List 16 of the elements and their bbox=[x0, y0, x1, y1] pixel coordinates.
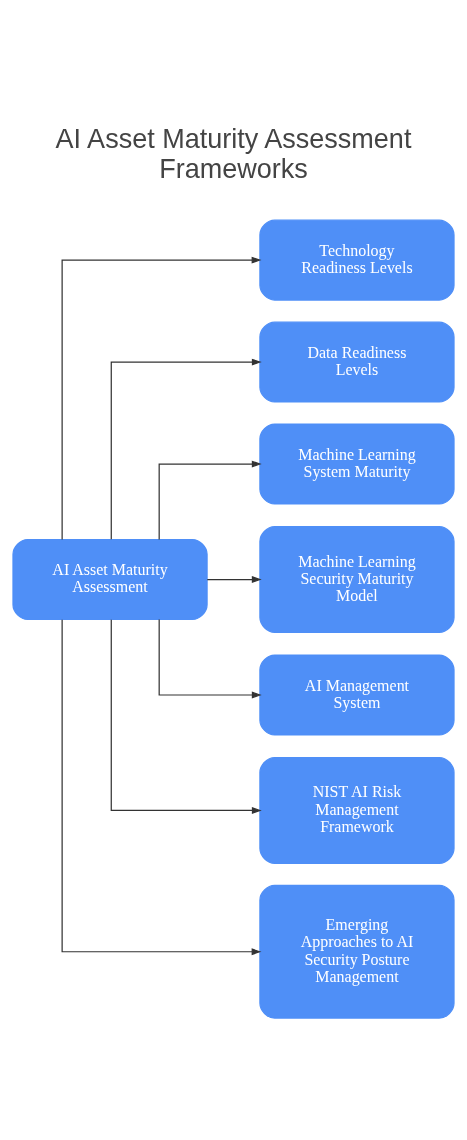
node-box: Data Readiness Levels bbox=[259, 321, 455, 403]
arrow bbox=[61, 256, 262, 540]
arrow bbox=[110, 358, 262, 540]
node-box: Technology Readiness Levels bbox=[259, 219, 455, 301]
diagram-title: AI Asset Maturity Assessment Frameworks bbox=[55, 124, 412, 184]
node-box: AI Asset Maturity Assessment bbox=[12, 539, 208, 621]
arrow bbox=[110, 619, 262, 814]
arrow bbox=[158, 618, 262, 699]
arrow bbox=[206, 576, 262, 583]
arrow bbox=[158, 460, 262, 541]
node-box: Machine Learning System Maturity bbox=[259, 423, 455, 505]
node-box: Emerging Approaches to AI Security Posture Management bbox=[259, 884, 455, 1019]
node-box: Machine Learning Security Maturity Model bbox=[259, 526, 455, 633]
node-box: NIST AI Risk Management Framework bbox=[259, 757, 455, 864]
arrow bbox=[61, 619, 262, 956]
node-box: AI Management System bbox=[259, 654, 455, 736]
